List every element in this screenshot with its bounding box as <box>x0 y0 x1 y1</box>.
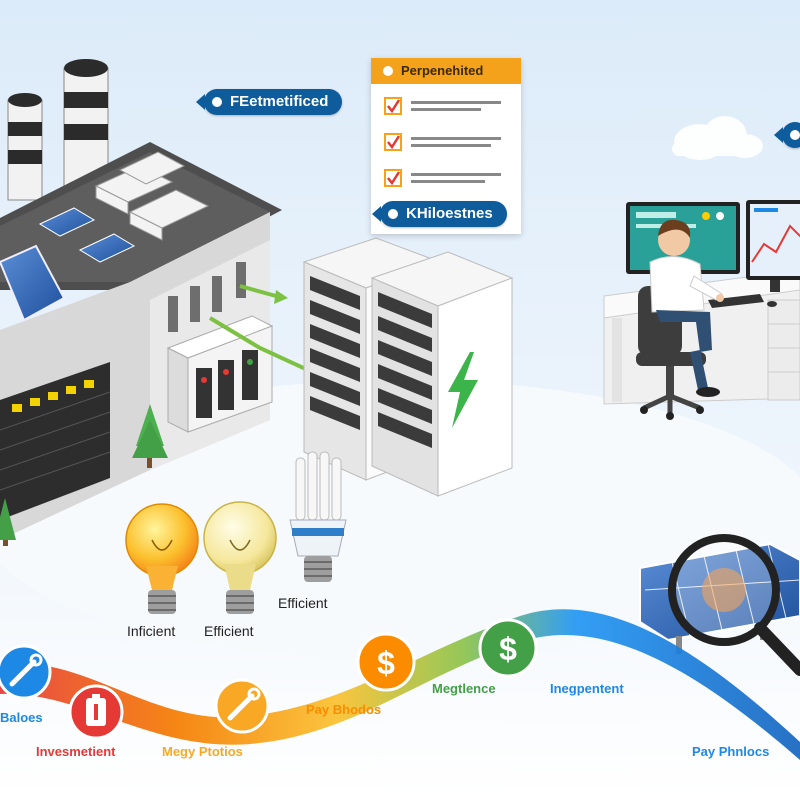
monitor-chart-icon <box>746 200 800 292</box>
stage-icon-3 <box>214 678 270 734</box>
bulb-label-3: Efficient <box>278 595 328 611</box>
solar-panel-icon <box>0 244 66 322</box>
incandescent-bulb-icon <box>125 503 199 614</box>
stage-icon-4: $ <box>356 632 416 692</box>
stage-label-6: Inegpentent <box>550 681 624 696</box>
chimney-icon <box>7 59 109 201</box>
server-rack <box>302 237 514 497</box>
solar-panel-icon <box>38 207 96 237</box>
halogen-bulb-icon <box>203 501 277 614</box>
callout-tag-label: FEetmetificed <box>230 93 329 110</box>
tag-dot-icon <box>212 97 222 107</box>
drawer-unit <box>767 299 800 401</box>
dollar-icon: $ <box>499 631 517 667</box>
callout-tag-right-partial <box>774 122 800 148</box>
checklist-title: Perpenehited <box>371 58 521 84</box>
tree-icon <box>0 404 168 546</box>
wrench-icon <box>9 653 43 687</box>
stage-label-7: Pay Phnlocs <box>692 744 770 759</box>
battery-icon <box>86 694 106 726</box>
stage-label-5: Megtlence <box>432 681 496 696</box>
tag-dot-icon <box>388 209 398 219</box>
operator-person <box>649 219 724 397</box>
wrench-icon <box>227 687 261 721</box>
callout-tag-label: KHiloestnes <box>406 205 493 222</box>
ground-shadow <box>0 380 800 660</box>
checklist-body <box>384 97 501 187</box>
stage-icon-2 <box>68 684 124 740</box>
rooftop-units <box>94 151 210 241</box>
factory-building <box>0 59 282 546</box>
dollar-icon: $ <box>377 645 395 681</box>
magnifying-glass-icon <box>668 534 800 676</box>
checkbox-icon <box>384 97 402 115</box>
checkbox-icon <box>384 169 402 187</box>
bulb-label-2: Efficient <box>204 623 254 639</box>
callout-tag-checklist: KHiloestnes <box>372 201 507 227</box>
stage-label-3: Megy Ptotios <box>162 744 243 759</box>
checkbox-icon <box>384 133 402 151</box>
control-cabinet <box>166 315 274 433</box>
bulb-label-1: Inficient <box>127 623 176 639</box>
callout-tag-top-left: FEetmetificed <box>195 89 343 115</box>
stage-label-1: Baloes <box>0 710 43 725</box>
cloud-icon <box>672 116 763 160</box>
cfl-bulb-icon <box>289 451 347 582</box>
lightning-icon <box>448 352 478 428</box>
stage-icon-1 <box>0 644 52 700</box>
tag-dot-icon <box>790 130 800 140</box>
operator-workstation <box>603 200 800 420</box>
stage-label-4: Pay Bhodos <box>306 702 382 717</box>
stage-icon-5: $ <box>478 618 538 678</box>
stage-label-2: Invesmetient <box>36 744 116 759</box>
